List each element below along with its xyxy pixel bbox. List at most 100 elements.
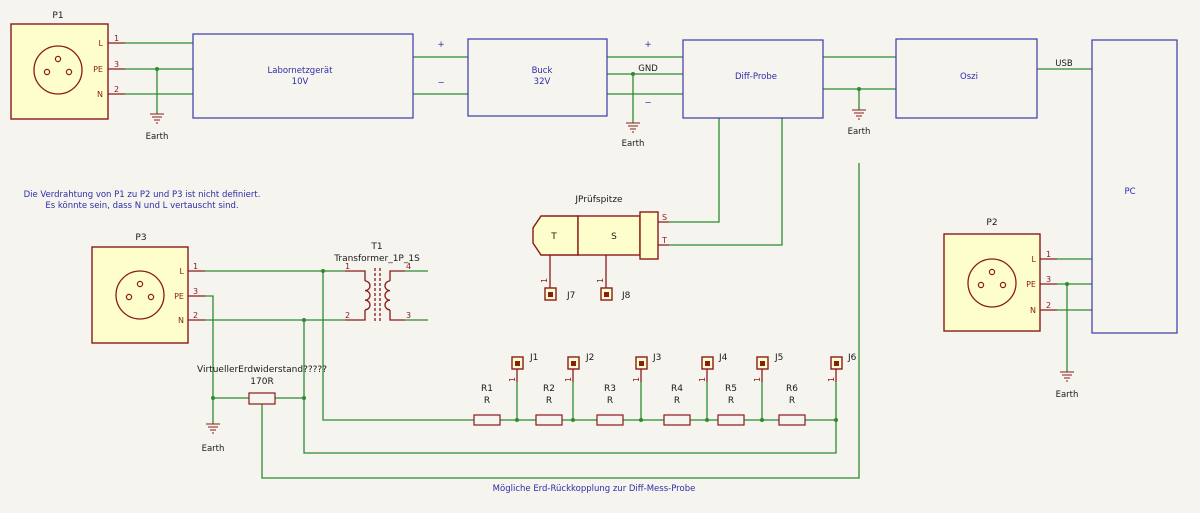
p2-ref: P2 [986,218,997,228]
p2-pin-n-num: 2 [1046,301,1051,310]
earth-symbol-p2: Earth [1056,371,1078,400]
net-label-gnd: GND [638,64,658,74]
resistor-r1[interactable]: R1 R [473,384,501,426]
p3-ref: P3 [135,233,146,243]
resistor-r4[interactable]: R4 R [663,384,691,426]
note-wiring-line2: Es könnte sein, dass N und L vertauscht … [45,201,238,211]
p2-pin-pe-num: 3 [1046,275,1051,284]
net-label-plus-2: + [644,40,651,50]
j7-pin: 1 [540,278,549,283]
t1-pin-2: 2 [345,311,350,320]
resistor-r5[interactable]: R5 R [717,384,745,426]
connector-p1[interactable]: P1 L PE N 1 3 2 [10,11,125,120]
note-wiring-line1: Die Verdrahtung von P1 zu P2 und P3 ist … [24,190,261,200]
t1-pin-1: 1 [345,262,350,271]
j5-pin: 1 [753,377,762,382]
connector-p3[interactable]: P3 L PE N 1 3 2 [91,233,205,344]
j6-ref: J6 [847,353,857,363]
labornetzgeraet-value: 10V [292,77,309,87]
p1-pin-pe-num: 3 [114,60,119,69]
t1-value: Transformer_1P_1S [333,254,420,264]
block-pc[interactable]: PC [1091,39,1178,334]
jumper-j7[interactable]: 1 J7 [540,278,575,301]
r5-value: R [728,396,734,406]
pc-title: PC [1124,187,1135,197]
buck-value: 32V [534,77,551,87]
p1-pin-pe-name: PE [93,65,103,74]
p1-pin-n-num: 2 [114,85,119,94]
p3-pin-l-num: 1 [193,262,198,271]
jumper-j5[interactable]: 1 J5 [753,353,783,382]
oszi-title: Oszi [960,72,978,82]
j4-ref: J4 [718,353,728,363]
jumper-j4[interactable]: 1 J4 [698,353,728,382]
connector-p2[interactable]: P2 L PE N 1 3 2 [943,218,1057,332]
probe-jack-pin-t: T [661,236,667,245]
p2-pin-pe-name: PE [1026,280,1036,289]
p2-pin-n-name: N [1030,306,1036,315]
resistor-r2[interactable]: R2 R [535,384,563,426]
t1-pin-3: 3 [406,311,411,320]
r3-ref: R3 [604,384,616,394]
block-oszi[interactable]: Oszi [895,38,1038,119]
p1-pin-l-name: L [99,39,104,48]
probe-jack-ref: JPrüfspitze [574,195,623,205]
jumper-j3[interactable]: 1 J3 [632,353,661,382]
r4-value: R [674,396,680,406]
r4-ref: R4 [671,384,683,394]
earth-resistor-value: 170R [250,377,273,387]
jumper-j1[interactable]: 1 J1 [508,353,538,382]
resistor-r3[interactable]: R3 R [596,384,624,426]
earth-resistor[interactable]: VirtuellerErdwiderstand????? 170R [197,365,327,405]
jumper-j8[interactable]: 1 J8 [596,278,631,301]
p1-pin-n-name: N [97,90,103,99]
probe-jack-pin-s: S [662,213,667,222]
r2-value: R [546,396,552,406]
r3-value: R [607,396,613,406]
probe-jack-sleeve: S [611,232,617,242]
j6-pin: 1 [827,377,836,382]
p3-pin-n-num: 2 [193,311,198,320]
probe-jack-tip: T [550,232,557,242]
r6-value: R [789,396,795,406]
probe-jack[interactable]: JPrüfspitze T S S T [532,195,669,288]
p1-ref: P1 [52,11,63,21]
labornetzgeraet-title: Labornetzgerät [268,66,334,76]
p3-pin-n-name: N [178,316,184,325]
resistor-r6[interactable]: R6 R [778,384,806,426]
j2-pin: 1 [564,377,573,382]
r2-ref: R2 [543,384,555,394]
earth-label-p1: Earth [146,132,169,142]
j3-pin: 1 [632,377,641,382]
r6-ref: R6 [786,384,798,394]
j7-ref: J7 [566,291,575,301]
transformer-t1[interactable]: T1 Transformer_1P_1S 1 2 3 4 [333,242,420,323]
earth-symbol-p1: Earth [146,113,169,142]
buck-title: Buck [532,66,553,76]
j8-pin: 1 [596,278,605,283]
j1-pin: 1 [508,377,517,382]
r1-value: R [484,396,490,406]
p3-pin-pe-name: PE [174,292,184,301]
earth-label-p3: Earth [202,444,225,454]
diff-probe-title: Diff-Probe [735,72,777,82]
t1-ref: T1 [370,242,382,252]
r1-ref: R1 [481,384,493,394]
t1-pin-4: 4 [406,262,411,271]
block-diff-probe[interactable]: Diff-Probe [682,39,824,119]
note-feedback: Mögliche Erd-Rückkopplung zur Diff-Mess-… [493,484,696,494]
j1-ref: J1 [529,353,538,363]
block-buck[interactable]: Buck 32V [467,38,608,117]
earth-symbol-buck: Earth [622,122,645,149]
net-label-minus-1: − [437,78,444,88]
j5-ref: J5 [774,353,783,363]
net-label-plus-1: + [437,40,444,50]
p1-pin-l-num: 1 [114,34,119,43]
p3-pin-l-name: L [180,267,185,276]
net-label-minus-2: − [644,98,651,108]
r5-ref: R5 [725,384,737,394]
earth-label-buck: Earth [622,139,645,149]
jumper-j6[interactable]: 1 J6 [827,353,857,382]
block-labornetzgeraet[interactable]: Labornetzgerät 10V [192,33,414,119]
jumper-j2[interactable]: 1 J2 [564,353,594,382]
